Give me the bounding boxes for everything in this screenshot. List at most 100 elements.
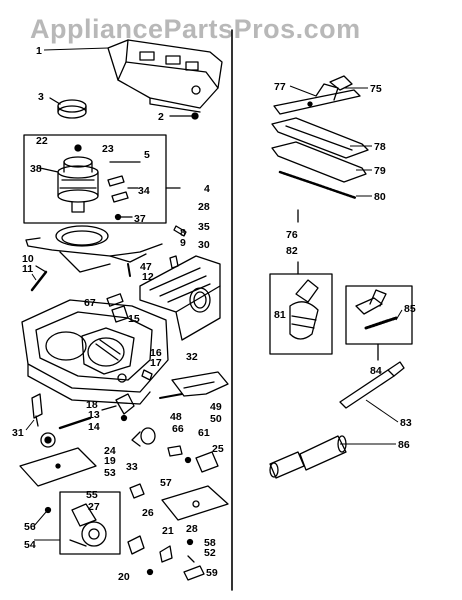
callout-12: 12	[142, 271, 154, 283]
callout-33: 33	[126, 461, 138, 473]
callout-67: 67	[84, 297, 96, 309]
callout-5: 5	[144, 149, 150, 161]
callout-80: 80	[374, 191, 386, 203]
callout-4: 4	[204, 183, 210, 195]
callout-81: 81	[274, 309, 286, 321]
callout-53: 53	[104, 467, 116, 479]
motor-assembly-box	[23, 134, 167, 224]
part-top-cover	[107, 39, 223, 113]
callout-86: 86	[398, 439, 410, 451]
callout-32: 32	[186, 351, 198, 363]
callout-82: 82	[286, 245, 298, 257]
callout-35: 35	[198, 221, 210, 233]
callout-23: 23	[102, 143, 114, 155]
part-connector-66	[131, 427, 156, 447]
callout-49: 49	[210, 401, 222, 413]
part-crevice-tool-83	[339, 361, 405, 409]
callout-3: 3	[38, 91, 44, 103]
callout-48: 48	[170, 411, 182, 423]
watermark-text: AppliancePartsPros.com	[30, 14, 361, 44]
part-floor-tool	[273, 75, 361, 115]
callout-37: 37	[134, 213, 146, 225]
callout-34: 34	[138, 185, 150, 197]
part-bristles-80	[278, 170, 358, 200]
callout-16: 16	[150, 347, 162, 359]
callout-79: 79	[374, 165, 386, 177]
callout-13: 13	[88, 409, 100, 421]
part-brush-base-78	[271, 117, 369, 159]
callout-14: 14	[88, 421, 100, 433]
callout-47: 47	[140, 261, 152, 273]
callout-21: 21	[162, 525, 174, 537]
part-fasteners-58	[183, 538, 205, 581]
part-bracket-31	[31, 393, 43, 427]
callout-54: 54	[24, 539, 36, 551]
callout-27: 27	[88, 501, 100, 513]
leader-1	[43, 47, 109, 51]
part-main-housing	[21, 293, 169, 405]
callout-25: 25	[212, 443, 224, 455]
callout-78: 78	[374, 141, 386, 153]
callout-1: 1	[36, 45, 42, 57]
callout-2: 2	[158, 111, 164, 123]
callout-77: 77	[274, 81, 286, 93]
part-crevice-brush-85	[355, 289, 398, 330]
callout-61: 61	[198, 427, 210, 439]
part-knob-57	[129, 483, 145, 499]
part-pin-48	[159, 393, 183, 399]
part-base-plate-28	[161, 485, 229, 521]
callout-10: 10	[22, 253, 34, 265]
callout-8: 8	[180, 227, 186, 239]
box-81	[269, 273, 333, 355]
part-spring-47	[127, 263, 131, 277]
callout-55: 55	[86, 489, 98, 501]
caster-box	[59, 491, 121, 555]
part-motor	[39, 144, 99, 213]
part-wheel-24	[40, 416, 92, 448]
callout-22: 22	[36, 135, 48, 147]
callout-66: 66	[172, 423, 184, 435]
part-screw-2	[169, 112, 199, 120]
part-brushes	[107, 161, 141, 203]
callout-50: 50	[210, 413, 222, 425]
part-switch-61	[167, 445, 192, 464]
part-plate-53	[19, 447, 97, 487]
callout-83: 83	[400, 417, 412, 429]
callout-84: 84	[370, 365, 382, 377]
callout-59: 59	[206, 567, 218, 579]
part-caster	[69, 503, 107, 547]
callout-24: 24	[104, 445, 116, 457]
part-screw-37	[114, 213, 133, 221]
callout-11: 11	[22, 263, 33, 275]
callout-19: 19	[104, 455, 116, 467]
callout-18: 18	[86, 399, 98, 411]
callout-76: 76	[286, 229, 298, 241]
part-filter-disc	[49, 97, 87, 119]
callout-28-top: 28	[198, 201, 210, 213]
callout-75: 75	[370, 83, 382, 95]
callout-9: 9	[180, 237, 186, 249]
part-upholstery-tool-81	[289, 279, 319, 340]
callout-26: 26	[142, 507, 154, 519]
part-screw-56	[44, 506, 52, 514]
part-cord-26	[127, 535, 173, 576]
part-rod	[30, 265, 48, 292]
part-screw-16	[141, 369, 153, 381]
callout-20: 20	[118, 571, 130, 583]
label-leaders	[25, 85, 403, 541]
callout-38: 38	[30, 163, 42, 175]
part-clip-28	[173, 225, 187, 237]
part-filter-bag	[139, 255, 221, 341]
part-gasket	[25, 225, 163, 273]
part-switch	[101, 393, 135, 422]
callout-56: 56	[24, 521, 36, 533]
callout-30: 30	[198, 239, 210, 251]
part-plug-25	[195, 451, 219, 473]
callout-57: 57	[160, 477, 172, 489]
part-brush-strip-79	[271, 141, 367, 183]
callout-85: 85	[404, 303, 416, 315]
box-85	[345, 285, 413, 345]
